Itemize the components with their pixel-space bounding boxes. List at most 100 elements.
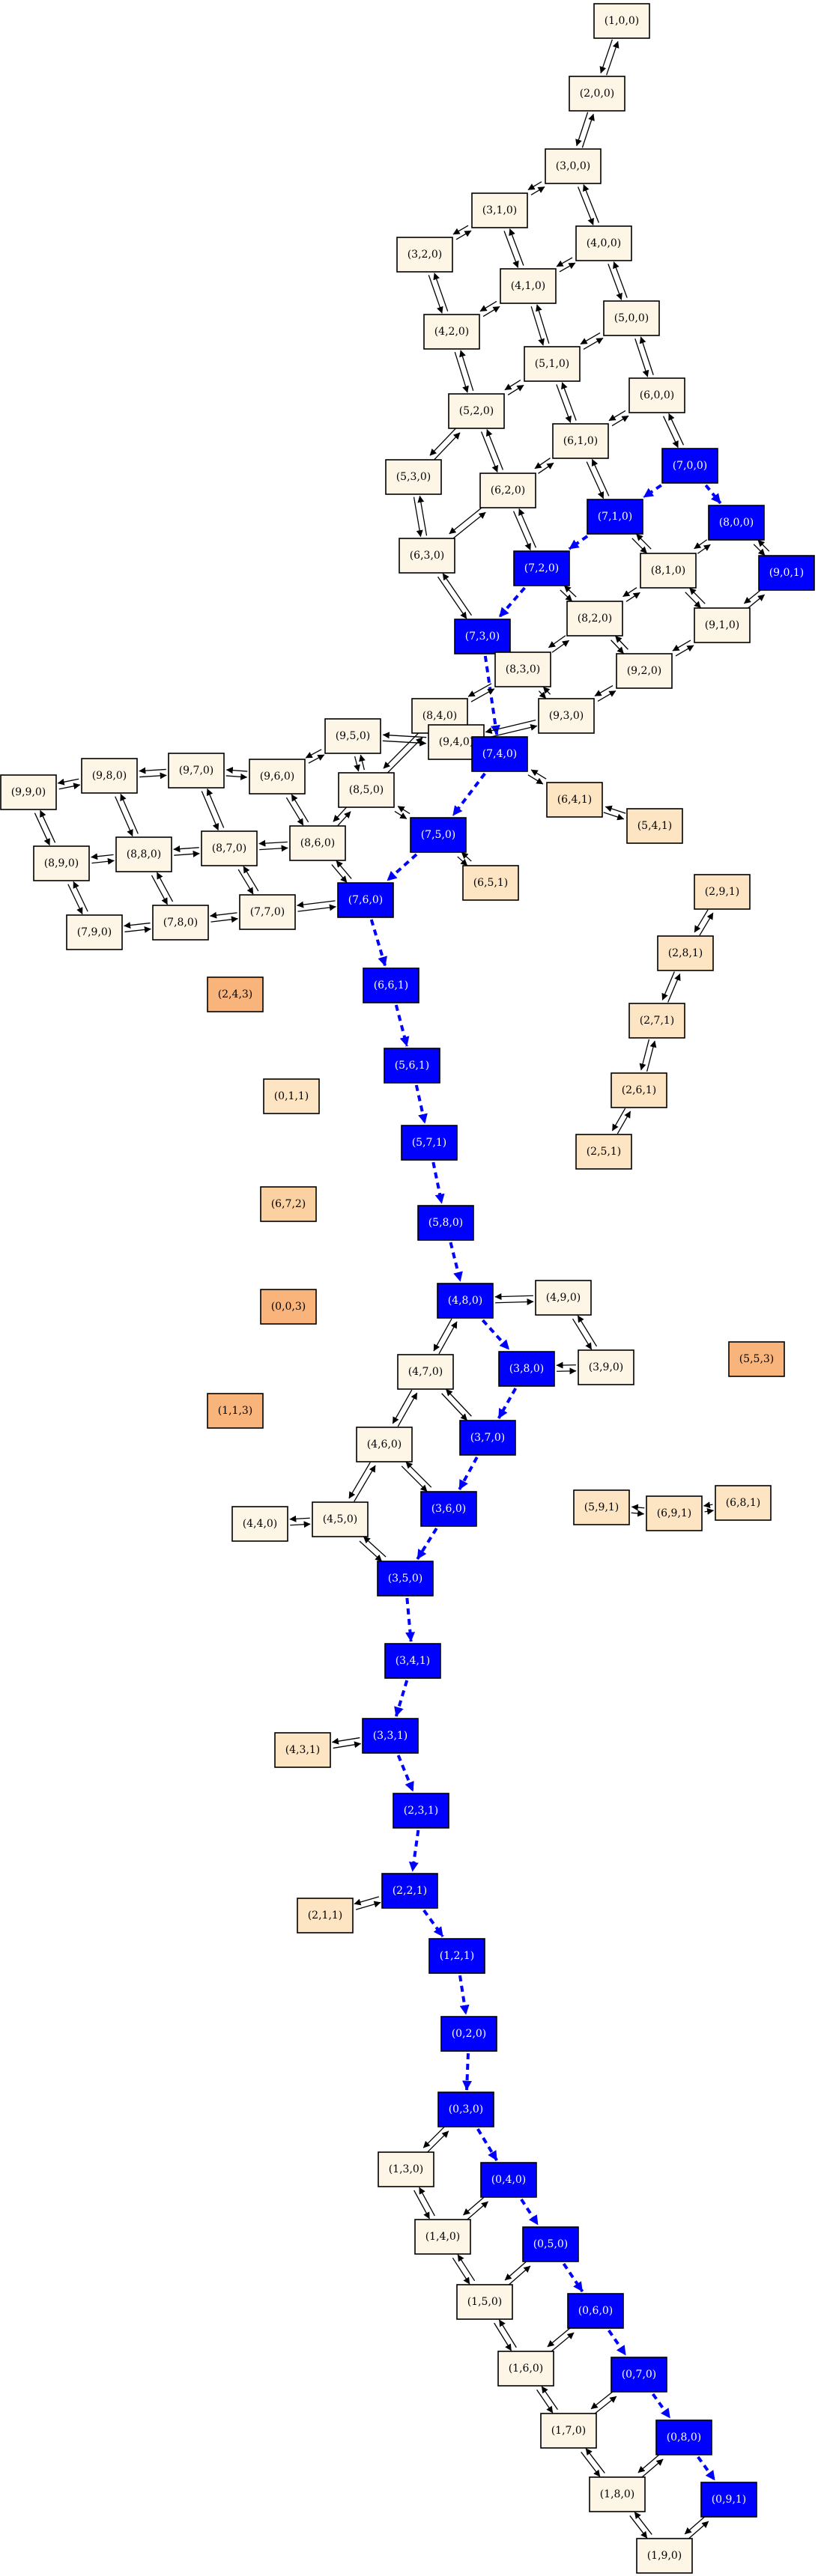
state-node-1-3-0: (1,3,0) (378, 2151, 434, 2187)
edge-4-2-0-to-5-2-0-forward (454, 351, 469, 393)
state-label: (6,3,0) (410, 550, 445, 562)
state-box (661, 448, 718, 484)
state-label: (3,4,1) (396, 1655, 431, 1667)
state-node-8-2-0: (8,2,0) (566, 601, 623, 637)
state-node-8-1-0: (8,1,0) (640, 553, 697, 589)
state-box (546, 782, 603, 818)
state-box (417, 1205, 474, 1241)
state-box (440, 2016, 497, 2052)
state-node-9-7-0: (9,7,0) (168, 753, 225, 789)
state-label: (6,1,0) (563, 435, 599, 447)
edge-9-3-0-to-9-4-0-backward (486, 724, 538, 738)
state-node-7-4-0: (7,4,0) (471, 736, 528, 772)
edge-0-3-0-to-1-3-0-backward (427, 2130, 449, 2153)
edge-4-0-0-to-5-0-0-forward (608, 264, 622, 300)
edge-8-3-0-to-8-4-0-backward (470, 688, 495, 702)
path-edge-5-8-0-to-4-8-0 (449, 1242, 463, 1282)
edge-0-6-0-to-1-6-0-forward (547, 2327, 571, 2348)
edge-8-7-0-to-8-6-0-backward (258, 839, 288, 847)
state-node-6-8-1: (6,8,1) (715, 1485, 772, 1521)
edge-4-0-0-to-4-1-0-forward (556, 257, 573, 267)
state-box (471, 192, 528, 228)
state-box (263, 1078, 320, 1114)
edge-6-1-0-to-7-1-0-forward (586, 461, 605, 499)
state-label: (1,6,0) (509, 2363, 544, 2375)
state-node-4-5-0: (4,5,0) (312, 1501, 369, 1537)
state-box (494, 651, 551, 687)
edge-5-0-0-to-5-1-0-forward (580, 332, 601, 345)
path-edge-7-4-0-to-7-5-0 (452, 772, 486, 817)
state-label: (3,3,1) (373, 1730, 408, 1742)
state-label: (4,5,0) (323, 1513, 358, 1525)
state-box (260, 1289, 317, 1325)
state-node-1-9-0: (1,9,0) (636, 2538, 693, 2574)
edge-3-1-0-to-3-2-0-backward (455, 230, 472, 240)
state-node-6-4-1: (6,4,1) (546, 782, 603, 818)
state-node-7-1-0: (7,1,0) (587, 499, 643, 535)
state-box (401, 1125, 458, 1161)
edge-4-7-0-to-3-7-0-forward (441, 1393, 468, 1421)
state-node-5-9-1: (5,9,1) (573, 1489, 630, 1525)
edge-7-1-0-to-8-1-0-forward (631, 538, 647, 554)
state-node-2-5-1: (2,5,1) (575, 1134, 632, 1170)
edge-4-1-0-to-4-2-0-backward (482, 306, 500, 318)
state-label: (9,8,0) (92, 770, 127, 782)
path-edge-2-2-1-to-1-2-1 (422, 1909, 444, 1938)
state-node-5-0-0: (5,0,0) (603, 300, 660, 336)
state-label: (8,5,0) (349, 784, 384, 796)
edge-7-5-0-to-6-5-1-backward (461, 851, 472, 862)
edge-8-1-0-to-8-2-0-forward (622, 587, 637, 598)
state-label: (0,4,0) (491, 2174, 527, 2186)
state-label: (9,6,0) (260, 771, 295, 783)
edge-8-6-0-to-7-6-0-backward (336, 860, 352, 879)
edge-3-1-0-to-3-2-0-forward (452, 225, 469, 235)
state-label: (4,7,0) (408, 1366, 443, 1378)
state-box (535, 1280, 592, 1316)
state-label: (3,7,0) (470, 1432, 506, 1444)
edge-3-3-1-to-4-3-1-backward (333, 1741, 362, 1749)
edge-0-5-0-to-1-5-0-backward (508, 2265, 531, 2285)
edge-2-0-0-to-3-0-0-forward (575, 112, 589, 147)
state-node-2-4-3: (2,4,3) (207, 976, 264, 1012)
edge-6-1-0-to-6-2-0-forward (534, 458, 551, 470)
state-label: (8,2,0) (578, 613, 613, 625)
edge-4-6-0-to-3-6-0-backward (405, 1461, 432, 1488)
state-label: (5,6,1) (395, 1060, 430, 1072)
edge-1-5-0-to-1-6-0-forward (494, 2322, 512, 2351)
state-node-3-1-0: (3,1,0) (471, 192, 528, 228)
state-node-0-8-0: (0,8,0) (655, 2419, 712, 2455)
edge-4-6-0-to-4-5-0-forward (348, 1462, 371, 1499)
edge-8-0-0-to-8-1-0-forward (694, 539, 708, 550)
state-label: (6,7,2) (271, 1198, 306, 1210)
state-box (152, 905, 209, 941)
state-box (646, 1495, 703, 1531)
state-label: (6,5,1) (473, 877, 509, 889)
state-node-3-5-0: (3,5,0) (377, 1561, 434, 1597)
state-label: (6,2,0) (491, 484, 526, 496)
state-box (207, 1393, 264, 1429)
state-box (423, 314, 480, 350)
state-label: (8,6,0) (300, 837, 336, 849)
state-box (459, 1420, 516, 1456)
edge-7-8-0-to-7-9-0-forward (124, 922, 151, 929)
edge-6-2-0-to-7-2-0-backward (518, 508, 537, 548)
state-label: (8,8,0) (127, 848, 162, 860)
edge-0-4-0-to-1-4-0-forward (463, 2196, 485, 2216)
state-box (399, 538, 455, 574)
edge-1-8-0-to-1-9-0-backward (634, 2512, 652, 2535)
path-edge-0-8-0-to-0-9-1 (697, 2455, 716, 2482)
state-box (384, 1643, 441, 1679)
path-edge-0-5-0-to-0-6-0 (562, 2262, 584, 2293)
edge-6-3-0-to-7-3-0-backward (442, 573, 473, 616)
state-box (573, 1489, 630, 1525)
state-label: (2,5,1) (587, 1146, 622, 1158)
state-node-8-9-0: (8,9,0) (33, 845, 90, 881)
state-node-4-8-0: (4,8,0) (437, 1283, 494, 1319)
state-box (715, 1485, 772, 1521)
edge-0-4-0-to-1-4-0-backward (467, 2201, 488, 2220)
edge-9-5-0-to-9-6-0-backward (308, 754, 325, 764)
edge-6-0-0-to-6-1-0-forward (608, 410, 626, 422)
state-label: (3,0,0) (556, 160, 591, 172)
state-node-2-7-1: (2,7,1) (628, 1003, 685, 1039)
edge-8-5-0-to-8-6-0-forward (333, 806, 347, 822)
